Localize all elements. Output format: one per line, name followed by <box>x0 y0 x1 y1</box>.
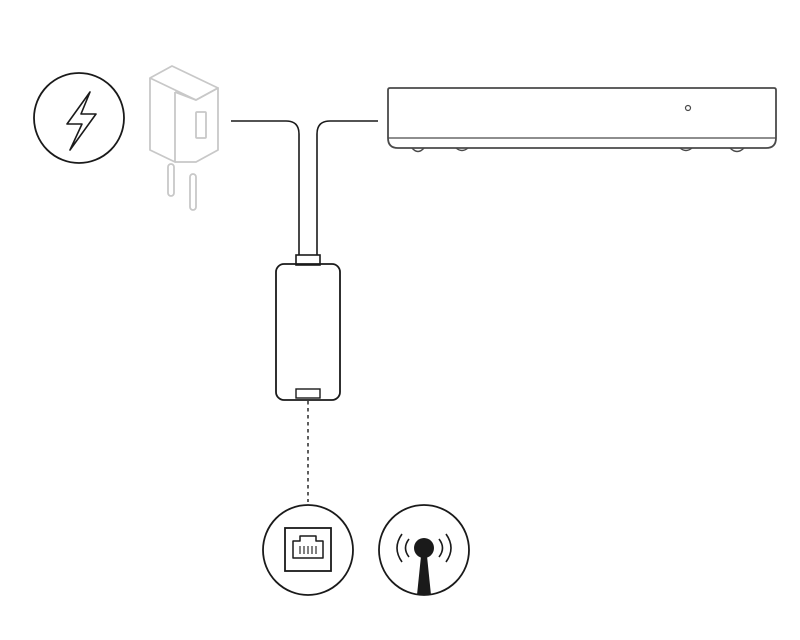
power-cable <box>231 120 300 255</box>
wall-charger-icon <box>149 65 219 211</box>
status-led <box>684 104 692 112</box>
box-cable <box>316 120 378 255</box>
adapter <box>275 254 341 401</box>
adapter-port <box>295 388 321 399</box>
power-icon <box>33 72 125 164</box>
antenna-signal-icon <box>378 504 470 596</box>
set-top-box <box>387 87 777 153</box>
ethernet-port-icon <box>262 504 354 596</box>
